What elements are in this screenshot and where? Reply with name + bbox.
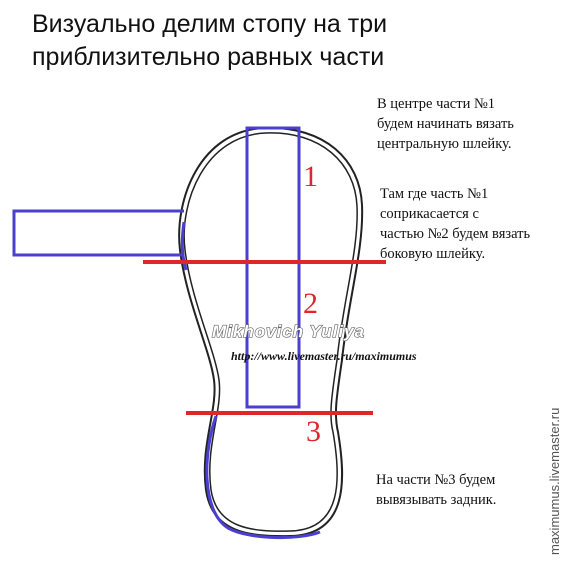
part-number-2: 2 — [303, 287, 318, 320]
title-line-1: Визуально делим стопу на три — [32, 10, 388, 38]
note-side-strap: Там где часть №1 соприкасается с частью … — [380, 184, 530, 264]
note-line: На части №3 будем — [376, 472, 496, 488]
note-central-strap: В центре части №1 будем начинать вязать … — [377, 94, 514, 154]
title-line-2: приблизительно равных части — [32, 43, 385, 71]
note-line: Там где часть №1 — [380, 186, 489, 202]
side-strap — [12, 209, 184, 257]
note-line: частью №2 будем вязать — [380, 226, 531, 242]
note-line: центральную шлейку. — [377, 136, 512, 152]
side-watermark: maximumus.livemaster.ru — [547, 408, 562, 555]
note-heel: На части №3 будем вывязывать задник. — [376, 470, 496, 510]
sole-outline-inner — [183, 132, 358, 532]
note-line: В центре части №1 — [377, 96, 496, 112]
note-line: соприкасается с — [380, 206, 479, 222]
diagram-title: Визуально делим стопу на три приблизител… — [32, 8, 552, 74]
part-number-3: 3 — [306, 415, 321, 448]
note-line: вывязывать задник. — [376, 492, 497, 508]
part-number-1: 1 — [303, 160, 318, 193]
watermark-author: Mikhovich Yuliya — [212, 322, 365, 341]
central-strap — [245, 126, 301, 409]
note-line: боковую шлейку. — [380, 246, 486, 262]
heel-trace — [205, 415, 321, 540]
note-line: будем начинать вязать — [377, 116, 514, 132]
watermark-url: http://www.livemaster.ru/maximumus — [231, 349, 417, 363]
